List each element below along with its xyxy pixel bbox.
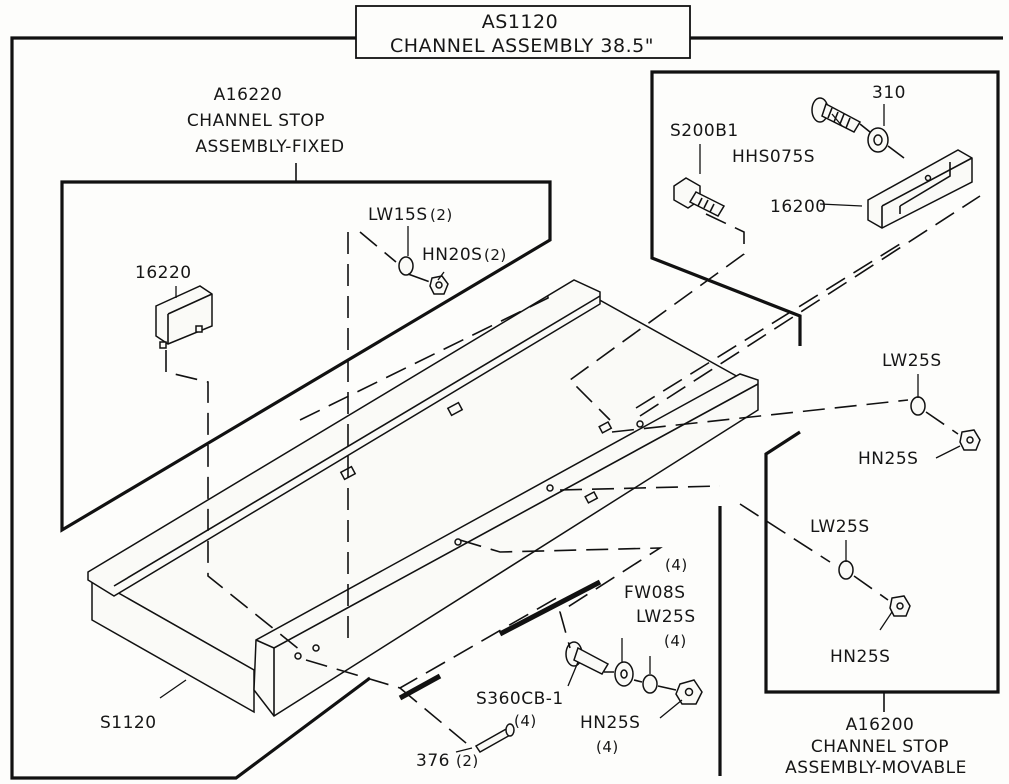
main-assembly-number: AS1120 (482, 11, 558, 33)
fixed-stop-boundary (60, 180, 552, 533)
fixed-stop-assembly-name-1: CHANNEL STOP (187, 111, 325, 131)
callout-lw15s-qty: (2) (430, 206, 453, 224)
callout-qty-4-right: (4) (665, 556, 688, 574)
callout-s360cb-1-qty: (4) (514, 712, 537, 730)
callout-310: 310 (872, 83, 906, 103)
callout-hn25s-center-qty: (4) (596, 738, 619, 756)
callout-lw15s: LW15S (368, 205, 428, 225)
fixed-stop-16220 (155, 285, 213, 349)
callout-s360cb-1: S360CB-1 (476, 689, 564, 709)
callout-16200: 16200 (770, 197, 827, 217)
title-box (355, 5, 691, 59)
lock-washer-lw15s (398, 256, 414, 276)
callout-hn20s-qty: (2) (484, 246, 507, 264)
movable-stop-assembly-name-2: ASSEMBLY-MOVABLE (785, 758, 967, 778)
movable-stop-boundary-upper (650, 70, 1000, 694)
callout-s1120: S1120 (100, 713, 157, 733)
callout-hn25s-lower: HN25S (830, 647, 890, 667)
callout-s200b1: S200B1 (670, 121, 739, 141)
fixed-stop-assembly-name-2: ASSEMBLY-FIXED (195, 137, 344, 157)
outer-border (10, 36, 1003, 780)
movable-stop-assembly-number: A16200 (846, 715, 915, 735)
movable-stop-16200 (867, 149, 973, 229)
hex-nut-hn25s-upper (959, 429, 981, 451)
callout-fw08s: FW08S (624, 583, 686, 603)
channel-s1120 (87, 279, 759, 717)
bolt-s200b1 (673, 177, 726, 217)
hex-nut-hn25s-center (675, 679, 703, 705)
callout-376: 376 (416, 751, 450, 771)
callout-hn25s-upper: HN25S (858, 449, 918, 469)
callout-lw25s-center: LW25S (636, 607, 696, 627)
washer-310 (867, 127, 889, 153)
callout-lw25s-center-qty: (4) (664, 632, 687, 650)
lock-washer-lw25s-lower (838, 560, 854, 580)
assembly-centerlines (165, 123, 981, 749)
pin-376 (474, 723, 515, 753)
movable-stop-assembly-name-1: CHANNEL STOP (811, 737, 949, 757)
callout-376-qty: (2) (456, 752, 479, 770)
hex-nut-hn25s-lower (889, 595, 911, 617)
carriage-bolt-s360cb-1 (565, 641, 610, 675)
main-assembly-name: CHANNEL ASSEMBLY 38.5" (390, 35, 654, 57)
lock-washer-lw25s-center (642, 674, 658, 694)
callout-hhs075s: HHS075S (732, 147, 815, 167)
callout-hn25s-center: HN25S (580, 713, 640, 733)
screw-hhs075s (811, 97, 862, 133)
callout-16220: 16220 (135, 263, 192, 283)
hex-nut-hn20s (429, 275, 449, 295)
leader-lines (159, 104, 961, 753)
lock-washer-lw25s-upper (910, 396, 926, 416)
callout-hn20s: HN20S (422, 245, 482, 265)
fixed-stop-assembly-number: A16220 (214, 85, 283, 105)
callout-lw25s-lower: LW25S (810, 517, 870, 537)
callout-lw25s-upper: LW25S (882, 351, 942, 371)
flat-washer-fw08s (614, 661, 634, 687)
